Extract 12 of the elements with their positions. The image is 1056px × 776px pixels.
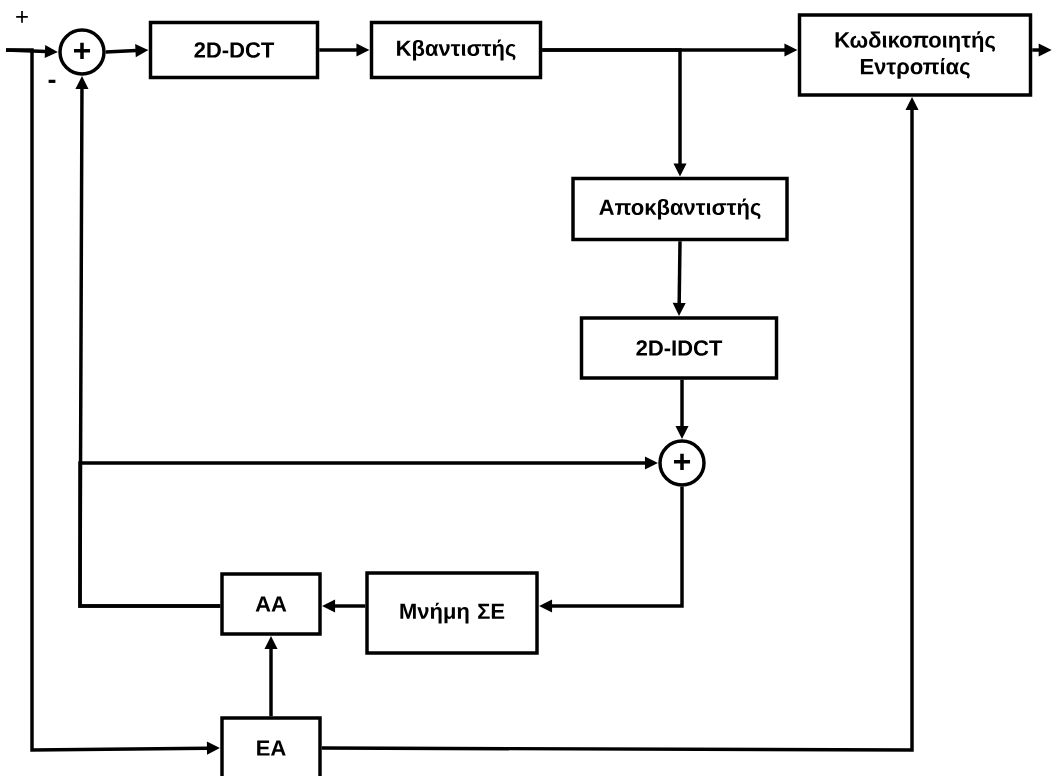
sign-label: - <box>48 79 56 83</box>
process-box: Μνήμη ΣΕ <box>365 571 539 655</box>
process-box: 2D-DCT <box>148 20 320 80</box>
summing-junction: + <box>58 28 106 76</box>
summing-junction: + <box>658 439 706 487</box>
process-box: Αποκβαντιστής <box>571 176 789 242</box>
process-box: 2D-IDCT <box>579 316 779 380</box>
process-box: ΕΑ <box>220 716 322 776</box>
sign-label: + <box>16 11 28 23</box>
process-box: Κωδικοποιητής Εντροπίας <box>797 13 1033 97</box>
process-box: Κβαντιστής <box>369 20 543 80</box>
process-box: ΑΑ <box>220 572 322 636</box>
